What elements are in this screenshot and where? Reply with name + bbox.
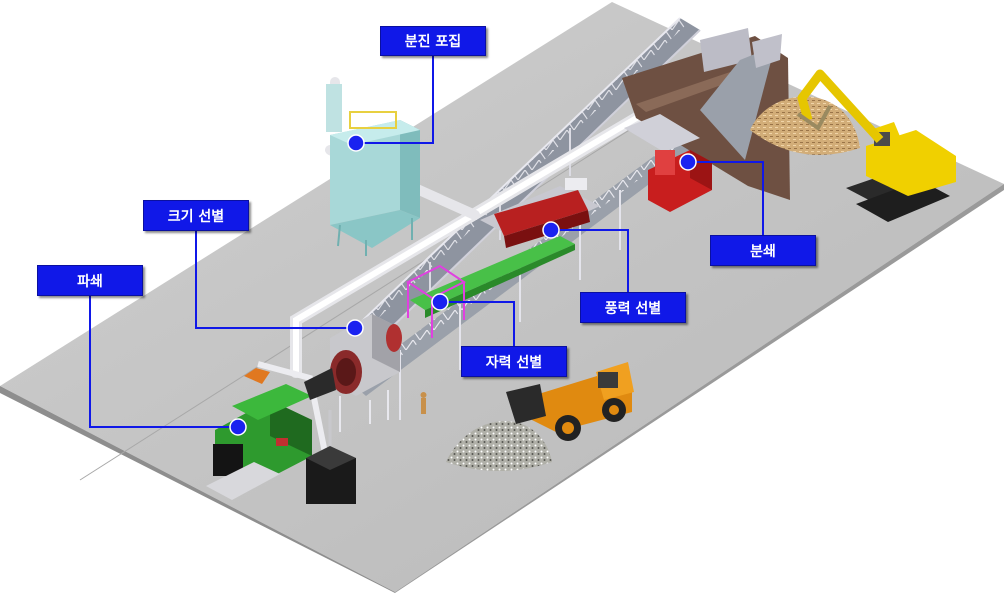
callout-size-sorting: 크기 선별 (143, 200, 249, 231)
marker-shredding (680, 154, 696, 170)
marker-magnetic-sorting (432, 294, 448, 310)
marker-size-sorting (347, 320, 363, 336)
marker-wind-sorting (543, 222, 559, 238)
marker-dust-collection (348, 135, 364, 151)
callout-crushing: 파쇄 (37, 265, 143, 296)
callout-magnetic-sorting: 자력 선별 (461, 346, 567, 377)
marker-crushing (230, 419, 246, 435)
callout-wind-sorting: 풍력 선별 (580, 292, 686, 323)
callout-dust-collection: 분진 포집 (380, 26, 486, 56)
callout-shredding: 분쇄 (710, 235, 816, 266)
worker-figure (421, 392, 427, 414)
